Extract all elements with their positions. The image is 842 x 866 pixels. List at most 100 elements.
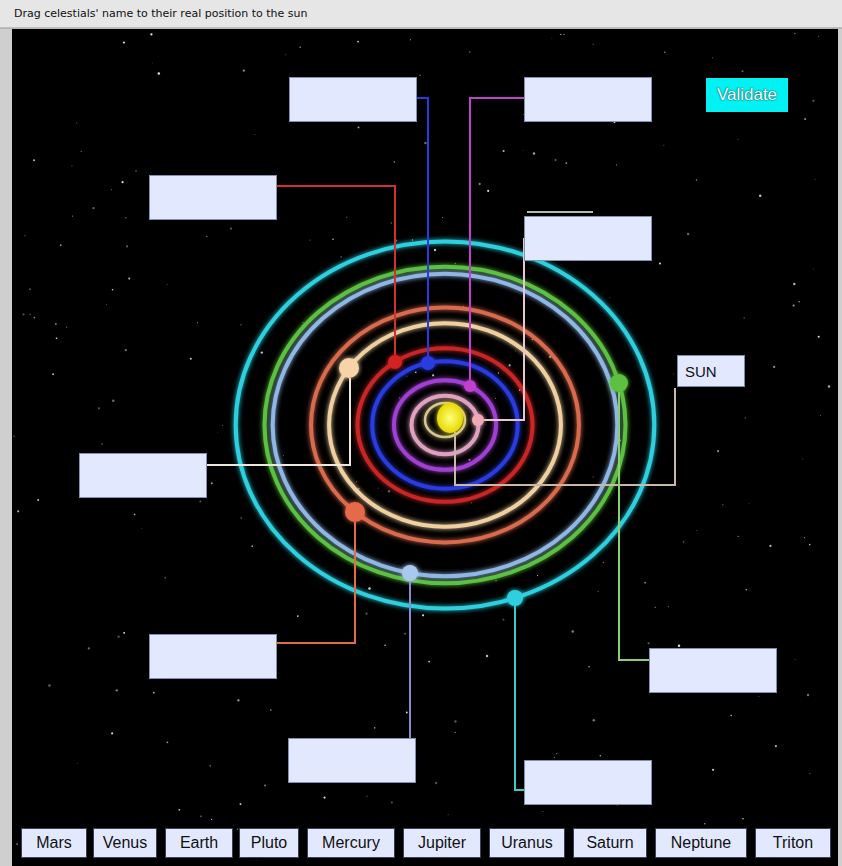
star-dot xyxy=(648,642,650,644)
star-dot xyxy=(190,358,192,360)
star-dot xyxy=(696,530,698,532)
name-tile: Mars xyxy=(21,828,87,858)
star-dot xyxy=(251,545,253,547)
star-dot xyxy=(285,54,287,56)
star-dot xyxy=(255,860,257,862)
star-dot xyxy=(828,385,831,388)
star-dot xyxy=(357,41,359,43)
star-dot xyxy=(655,607,656,608)
star-dot xyxy=(551,37,553,39)
star-dot xyxy=(60,244,62,246)
star-dot xyxy=(197,322,198,323)
star-dot xyxy=(773,366,775,368)
star-dot xyxy=(532,339,533,340)
star-dot xyxy=(388,490,390,492)
star-dot xyxy=(696,179,697,180)
star-dot xyxy=(358,127,360,129)
star-dot xyxy=(738,536,739,537)
star-dot xyxy=(455,732,456,733)
star-dot xyxy=(101,443,103,445)
star-dot xyxy=(560,34,562,36)
star-dot xyxy=(471,502,472,503)
leader-line xyxy=(484,238,524,420)
leader-line xyxy=(515,606,524,790)
title-text: Drag celestials' name to their real posi… xyxy=(14,7,308,20)
star-dot xyxy=(310,239,311,240)
star-dot xyxy=(522,149,524,151)
validate-button: Validate xyxy=(706,78,788,112)
star-dot xyxy=(759,194,761,196)
star-dot xyxy=(123,632,125,634)
star-dot xyxy=(542,811,544,813)
star-dot xyxy=(412,239,414,241)
leader-lines xyxy=(207,98,675,790)
star-dot xyxy=(243,70,245,72)
title-text: Drag celestials' name to their real posi… xyxy=(14,0,308,28)
name-tile: Pluto xyxy=(239,828,299,858)
star-dot xyxy=(240,803,242,805)
drop-slot xyxy=(525,761,652,805)
star-dot xyxy=(232,825,234,827)
star-dot xyxy=(332,239,333,240)
star-dot xyxy=(76,762,78,764)
star-dot xyxy=(537,575,538,576)
star-dot xyxy=(81,151,82,152)
star-dot xyxy=(23,313,25,315)
star-dot xyxy=(744,317,745,318)
star-dot xyxy=(366,796,367,797)
leader-line xyxy=(207,378,350,465)
star-dot xyxy=(76,122,77,123)
star-dot xyxy=(820,415,822,417)
node-label: Pluto xyxy=(251,834,287,852)
star-dot xyxy=(300,47,301,48)
node-label: Mars xyxy=(36,834,72,852)
star-dot xyxy=(432,374,434,376)
star-dot xyxy=(37,499,39,501)
drop-slot xyxy=(525,217,652,261)
star-dot xyxy=(178,809,180,811)
star-dot xyxy=(588,666,590,668)
star-dot xyxy=(712,57,714,59)
node-label: SUN xyxy=(685,363,717,380)
star-dot xyxy=(683,541,685,543)
star-dot xyxy=(794,659,796,661)
leader-line xyxy=(409,581,411,738)
star-dot xyxy=(644,582,646,584)
star-dot xyxy=(33,159,35,161)
drop-slot xyxy=(150,176,277,220)
star-dot xyxy=(112,289,114,291)
sun-label-box: SUN xyxy=(677,355,745,387)
node-label: Venus xyxy=(103,834,147,852)
star-dot xyxy=(742,818,743,819)
star-dot xyxy=(33,317,35,319)
star-dot xyxy=(391,801,393,803)
star-dot xyxy=(442,217,444,219)
star-dot xyxy=(112,399,115,402)
star-dot xyxy=(30,314,31,315)
star-dot xyxy=(812,268,814,270)
star-dot xyxy=(66,327,67,328)
name-tile: Triton xyxy=(755,828,831,858)
star-dot xyxy=(722,504,723,505)
star-dot xyxy=(769,545,771,547)
star-dot xyxy=(554,757,555,758)
star-dot xyxy=(230,227,232,229)
node-label: Saturn xyxy=(586,834,633,852)
star-dot xyxy=(793,283,795,285)
node-label: Jupiter xyxy=(418,834,466,852)
orbit-ring xyxy=(329,323,561,526)
star-dot xyxy=(125,217,127,219)
star-dot xyxy=(374,727,376,729)
star-dot xyxy=(565,162,567,164)
star-dot xyxy=(106,303,108,305)
star-dot xyxy=(673,373,675,375)
star-dot xyxy=(394,161,396,163)
star-dot xyxy=(572,630,574,632)
orbit-ring xyxy=(357,348,532,502)
star-dot xyxy=(117,635,119,637)
star-dot xyxy=(487,190,489,192)
star-dot xyxy=(419,75,420,76)
star-dot xyxy=(678,645,680,647)
star-dots xyxy=(13,33,830,861)
